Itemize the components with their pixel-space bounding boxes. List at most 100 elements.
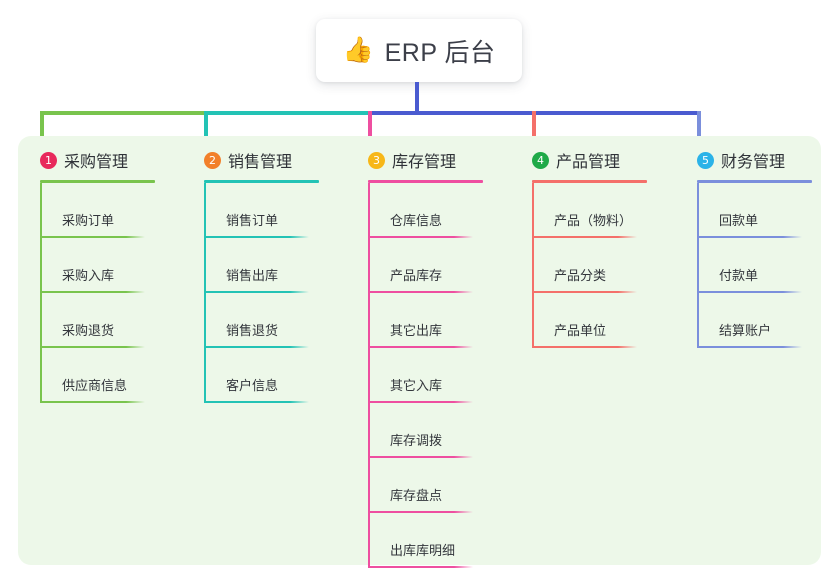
branch-item-underline [368, 511, 473, 513]
branch-item[interactable]: 其它入库 [368, 348, 510, 403]
branch-item-list: 仓库信息产品库存其它出库其它入库库存调拨库存盘点出库库明细 [358, 183, 510, 568]
branch-item-list: 回款单付款单结算账户 [687, 183, 839, 348]
connector-segment [532, 111, 701, 115]
branch-item-underline [697, 236, 802, 238]
branch-item-underline [204, 236, 309, 238]
branch-item-label: 回款单 [719, 213, 759, 228]
branch-item[interactable]: 其它出库 [368, 293, 510, 348]
branch-item[interactable]: 产品（物料） [532, 183, 674, 238]
branch-title: 财务管理 [721, 154, 786, 171]
branch-item[interactable]: 销售出库 [204, 238, 346, 293]
branch-item-label: 库存调拨 [390, 433, 443, 448]
branch-header-underline [40, 180, 155, 183]
branch-item-label: 产品库存 [390, 268, 443, 283]
branch-item-underline [697, 346, 802, 348]
branch-column-2: 2 销售管理销售订单销售出库销售退货客户信息 [194, 146, 346, 403]
branch-item-label: 采购退货 [62, 323, 115, 338]
branch-item[interactable]: 销售订单 [204, 183, 346, 238]
branch-item-label: 销售订单 [226, 213, 279, 228]
branch-item-label: 付款单 [719, 268, 759, 283]
branch-item[interactable]: 产品分类 [532, 238, 674, 293]
branch-number-badge: 5 [697, 151, 714, 169]
branch-item-list: 采购订单采购入库采购退货供应商信息 [30, 183, 182, 403]
branch-item-underline [204, 291, 309, 293]
branch-item-list: 销售订单销售出库销售退货客户信息 [194, 183, 346, 403]
thumbs-up-icon: 👍 [342, 36, 374, 64]
branch-item[interactable]: 出库库明细 [368, 513, 510, 568]
branch-item[interactable]: 产品单位 [532, 293, 674, 348]
branch-header-5[interactable]: 5 财务管理 [687, 146, 839, 174]
branch-spine [368, 183, 370, 568]
branch-title: 销售管理 [228, 154, 293, 171]
branch-item[interactable]: 采购订单 [40, 183, 182, 238]
branch-item-label: 采购入库 [62, 268, 115, 283]
branch-item-underline [368, 456, 473, 458]
branch-item[interactable]: 客户信息 [204, 348, 346, 403]
branch-item-list: 产品（物料） 产品分类产品单位 [522, 183, 674, 348]
branch-item-underline [368, 236, 473, 238]
branch-item[interactable]: 供应商信息 [40, 348, 182, 403]
branch-item[interactable]: 产品库存 [368, 238, 510, 293]
branch-column-4: 4 产品管理产品（物料） 产品分类产品单位 [522, 146, 674, 348]
branch-spine [204, 183, 206, 403]
branches-panel [18, 136, 821, 565]
branch-drop-line [40, 111, 44, 146]
branch-item-underline [368, 291, 473, 293]
branch-drop-line [697, 111, 701, 146]
branch-header-underline [697, 180, 812, 183]
branch-item[interactable]: 结算账户 [697, 293, 839, 348]
branch-item[interactable]: 采购退货 [40, 293, 182, 348]
branch-number-badge: 1 [40, 151, 57, 169]
branch-item[interactable]: 付款单 [697, 238, 839, 293]
connector-segment [204, 111, 372, 115]
connector-segment [368, 111, 536, 115]
branch-item-label: 销售出库 [226, 268, 279, 283]
branch-header-underline [368, 180, 483, 183]
branch-number-badge: 2 [204, 151, 221, 169]
branch-item-label: 库存盘点 [390, 488, 443, 503]
connector-segment [40, 111, 208, 115]
branch-item-label: 采购订单 [62, 213, 115, 228]
branch-spine [697, 183, 699, 348]
branch-item-underline [368, 401, 473, 403]
branch-item-label: 产品（物料） [554, 213, 633, 228]
branch-item-underline [368, 346, 473, 348]
branch-drop-line [204, 111, 208, 146]
branch-item-label: 产品单位 [554, 323, 607, 338]
branch-header-underline [532, 180, 647, 183]
branch-header-4[interactable]: 4 产品管理 [522, 146, 674, 174]
branch-item[interactable]: 回款单 [697, 183, 839, 238]
branch-item[interactable]: 仓库信息 [368, 183, 510, 238]
branch-item-underline [40, 236, 145, 238]
branch-item-underline [40, 291, 145, 293]
branch-item-underline [40, 346, 145, 348]
branch-item-label: 其它出库 [390, 323, 443, 338]
branch-item-underline [204, 401, 309, 403]
branch-title: 产品管理 [556, 154, 621, 171]
branch-drop-line [532, 111, 536, 146]
branch-item-label: 其它入库 [390, 378, 443, 393]
branch-item-underline [532, 346, 637, 348]
branch-item-underline [697, 291, 802, 293]
branch-item-label: 出库库明细 [390, 543, 456, 558]
branch-item-label: 供应商信息 [62, 378, 128, 393]
branch-item[interactable]: 库存调拨 [368, 403, 510, 458]
branch-item-underline [532, 291, 637, 293]
branch-number-badge: 4 [532, 151, 549, 169]
branch-item[interactable]: 库存盘点 [368, 458, 510, 513]
branch-item-label: 客户信息 [226, 378, 279, 393]
root-node[interactable]: 👍 ERP 后台 [316, 19, 522, 82]
branch-item[interactable]: 销售退货 [204, 293, 346, 348]
branch-item-label: 仓库信息 [390, 213, 443, 228]
branch-header-underline [204, 180, 319, 183]
branch-item[interactable]: 采购入库 [40, 238, 182, 293]
root-node-title: ERP 后台 [384, 38, 496, 67]
branch-header-2[interactable]: 2 销售管理 [194, 146, 346, 174]
branch-number-badge: 3 [368, 151, 385, 169]
branch-column-5: 5 财务管理回款单付款单结算账户 [687, 146, 839, 348]
